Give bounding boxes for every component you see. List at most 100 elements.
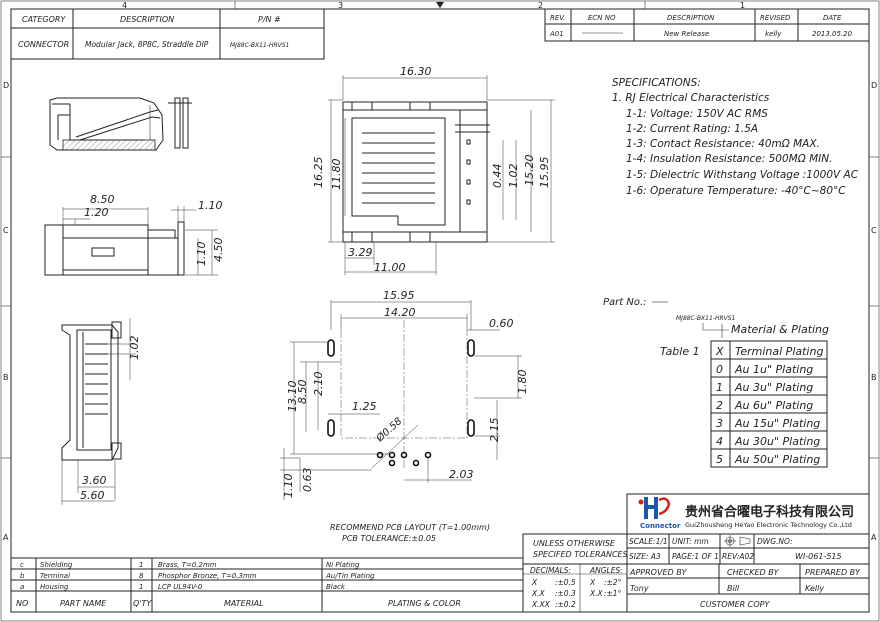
spec-item-5: 1-5: Dielectric Withstang Voltage :1000V…: [626, 169, 859, 181]
dim-bottom-width-small: 3.60: [82, 474, 107, 487]
pn-value: MJ88C-BX11-HRVS1: [230, 42, 289, 49]
border-letter-d-right: D: [871, 81, 877, 90]
customer-copy-label: CUSTOMER COPY: [700, 600, 770, 609]
border-letter-b: B: [3, 373, 9, 382]
border-number-3: 3: [338, 1, 343, 10]
bom-row-c-no: c: [20, 561, 24, 569]
plating-row-0-code: 0: [716, 363, 723, 376]
plating-row-4-label: Au 30u" Plating: [734, 435, 820, 448]
dim-side-height-small: 1.10: [195, 242, 208, 267]
company-block: Connector 贵州省合曜电子科技有限公司 GuiZhousheng HeY…: [626, 493, 870, 535]
ecn-header: ECN NO: [588, 14, 616, 22]
revision-table: REV. ECN NO DESCRIPTION REVISED DATE A01…: [544, 8, 870, 42]
angles-label: ANGLES:: [589, 566, 623, 575]
dim-front-pin-pitch: 1.02: [507, 164, 520, 189]
bom-header-no: NO: [16, 599, 28, 608]
ang-xx-tol: :±1°: [604, 589, 622, 598]
dim-pcb-right-h2: 2.15: [488, 418, 501, 443]
company-logo-icon: [638, 497, 671, 519]
plating-row-2-label: Au 6u" Plating: [734, 399, 813, 412]
ang-xx: X.X: [589, 589, 604, 598]
approved-by-label: APPROVED BY: [629, 568, 688, 577]
table-caption: Table 1: [660, 345, 700, 358]
plating-header-label: Terminal Plating: [735, 345, 823, 358]
dim-pcb-height: 13.10: [286, 381, 299, 413]
bom-header-material: MATERIAL: [224, 599, 264, 608]
dim-side-small: 1.20: [84, 206, 109, 219]
size-label: SIZE: A3: [629, 552, 661, 561]
dwg-no-label: DWG.NO:: [757, 537, 793, 546]
dim-pcb-bottom-left: 1.10: [282, 474, 295, 499]
dim-pcb-width: 15.95: [383, 289, 415, 302]
plating-row-3-code: 3: [716, 417, 723, 430]
bom-row-a-qty: 1: [139, 583, 143, 591]
border-number-4: 4: [122, 1, 127, 10]
side-elevation-view: 8.50 1.20 1.10 4.50 1.10: [44, 193, 225, 276]
dim-pcb-h3: 2.10: [312, 372, 325, 397]
projection-symbol-icon: [724, 535, 751, 547]
side-profile-view: [49, 97, 192, 151]
center-mark-icon: [436, 2, 444, 8]
checker-name: Bill: [727, 584, 740, 593]
spec-title: SPECIFICATIONS:: [612, 77, 701, 89]
category-table: CATEGORY DESCRIPTION P/N # CONNECTOR Mod…: [10, 8, 325, 60]
dec-xx-tol: :±0.3: [555, 589, 576, 598]
dim-front-right-height: 15.95: [538, 157, 551, 189]
dim-side-width: 8.50: [90, 193, 115, 206]
decimals-label: DECIMALS:: [530, 566, 571, 575]
border-letter-a: A: [3, 533, 9, 542]
dim-pcb-slot-w: 1.25: [352, 400, 377, 413]
category-header: CATEGORY: [22, 15, 66, 24]
dec-x: X: [531, 578, 538, 587]
dim-front-width: 16.30: [400, 65, 432, 78]
bottom-view-pins: [85, 343, 108, 415]
dim-bottom-pitch: 1.02: [128, 336, 141, 361]
pcb-layout: 15.95 14.20 0.60 13.10 8.50 2.10 1.25 Ø0…: [280, 289, 529, 543]
pcb-note-line2: PCB TOLERANCE:±0.05: [342, 534, 436, 543]
spec-item-6: 1-6: Operature Temperature: -40°C~80°C: [626, 185, 846, 197]
dim-front-height: 16.25: [312, 157, 325, 189]
company-logo-text: Connector: [640, 522, 681, 530]
dwg-no-value: WI-061-515: [795, 552, 842, 561]
dim-pcb-inner-width: 14.20: [384, 306, 416, 319]
front-view: 16.30 16.25 11.80: [312, 65, 555, 275]
bom-row-c-plating: Ni Plating: [326, 561, 360, 569]
border-letter-c: C: [3, 226, 9, 235]
rev-value: A01: [549, 30, 564, 38]
bom-row-b-no: b: [20, 572, 25, 580]
tolerance-note-1: UNLESS OTHERWISE: [533, 539, 616, 548]
scale-label: SCALE:1/1: [629, 537, 668, 546]
dim-front-right-inner: 15.20: [523, 155, 536, 187]
approver-name: Tony: [630, 584, 649, 593]
dim-front-bottom-width: 11.00: [374, 261, 406, 274]
bom-table: c Shielding 1 Brass, T=0.2mm Ni Plating …: [10, 557, 524, 613]
rev-description-header: DESCRIPTION: [667, 14, 715, 22]
tolerance-note-2: SPECIFED TOLERANCES: [533, 550, 628, 559]
rev-header: REV.: [550, 14, 566, 22]
pcb-note-line1: RECOMMEND PCB LAYOUT (T=1.00mm): [330, 523, 490, 532]
bom-header-name: PART NAME: [60, 599, 107, 608]
plating-table: X Terminal Plating 0 Au 1u" Plating 1 Au…: [710, 340, 828, 468]
prepared-by-label: PREPARED BY: [805, 568, 861, 577]
bom-row-c-name: Shielding: [40, 561, 73, 569]
dim-front-pin-width: 0.44: [491, 164, 504, 189]
bom-row-a-name: Housing: [40, 583, 69, 591]
spec-item-4: 1-4: Insulation Resistance: 500MΩ MIN.: [626, 153, 832, 165]
plating-row-4-code: 4: [716, 435, 723, 448]
plating-row-2-code: 2: [716, 399, 723, 412]
dec-xx: X.X: [531, 589, 546, 598]
bom-row-a-material: LCP UL94V-0: [158, 583, 203, 591]
border-letter-d: D: [3, 81, 9, 90]
rev-label: REV:A02: [722, 552, 754, 561]
company-name-en: GuiZhousheng HeYao Electronic Technology…: [685, 521, 852, 529]
date-value: 2013.05.20: [812, 30, 853, 38]
dim-pcb-pitch: 2.03: [449, 468, 474, 481]
dim-side-height: 4.50: [212, 238, 225, 263]
bom-row-a-no: a: [20, 583, 24, 591]
border-number-1: 1: [740, 1, 745, 10]
title-block: UNLESS OTHERWISE SPECIFED TOLERANCES SCA…: [522, 533, 870, 613]
unit-label: UNIT: mm: [672, 537, 709, 546]
dim-pcb-bottom-left2: 0.63: [301, 468, 314, 493]
page-label: PAGE:1 OF 1: [672, 552, 719, 561]
